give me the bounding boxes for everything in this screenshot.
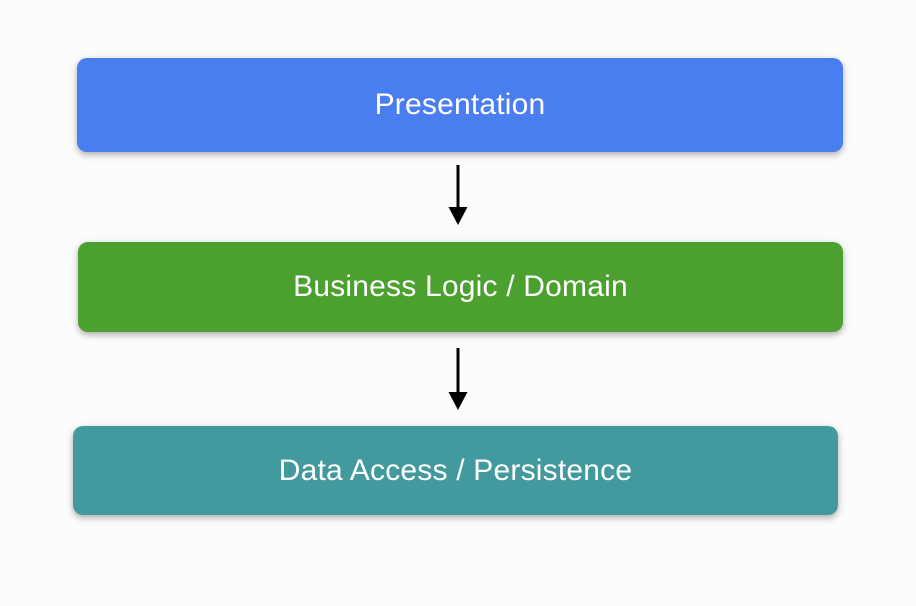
- node-business-logic-label: Business Logic / Domain: [293, 270, 628, 303]
- node-presentation-label: Presentation: [374, 88, 546, 121]
- arrow-head-icon: [448, 207, 468, 225]
- arrow-head-icon: [448, 392, 468, 410]
- node-data-access[interactable]: Data Access / Persistence: [73, 426, 838, 515]
- node-business-logic[interactable]: Business Logic / Domain: [78, 242, 843, 332]
- arrow-presentation-to-business-logic: [446, 165, 470, 235]
- arrow-business-logic-to-data-access: [446, 348, 470, 420]
- node-data-access-label: Data Access / Persistence: [278, 453, 633, 487]
- node-presentation[interactable]: Presentation: [77, 58, 843, 152]
